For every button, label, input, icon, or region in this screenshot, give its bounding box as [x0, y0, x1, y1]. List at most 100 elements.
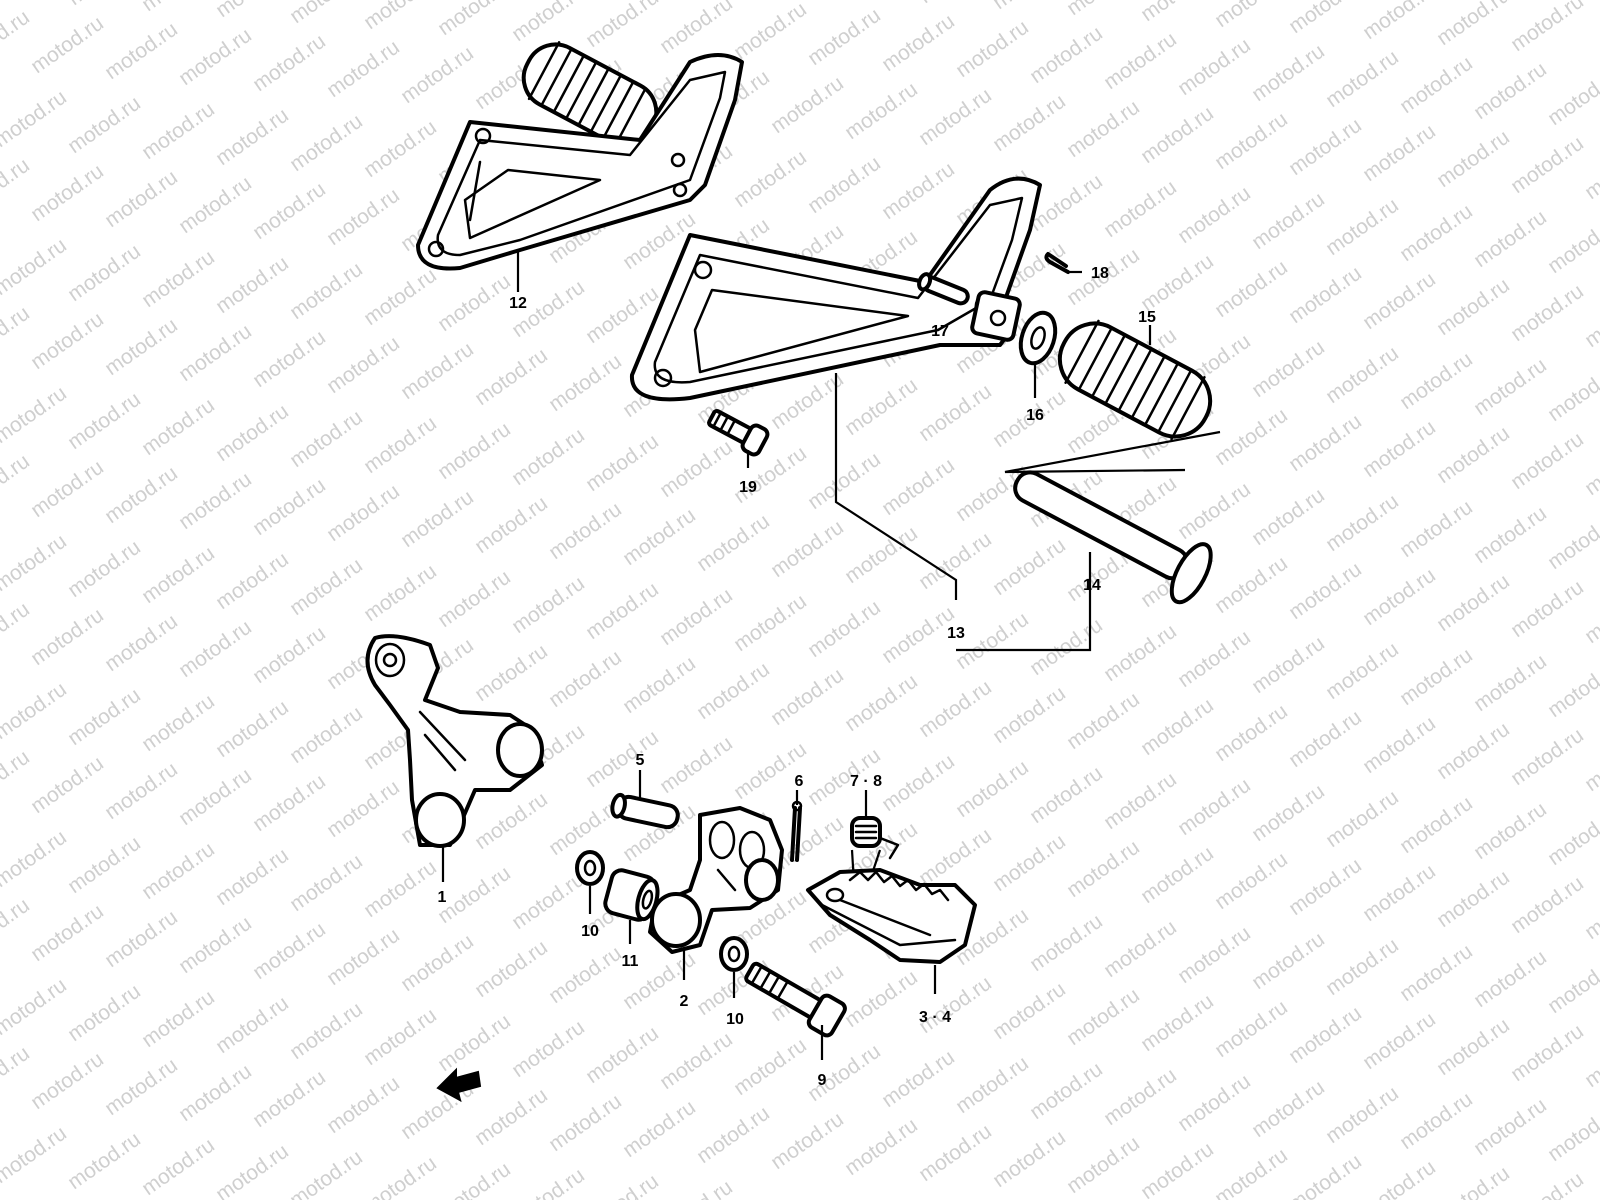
watermark-text: motod.ru [175, 468, 256, 534]
watermark-text: motod.ru [397, 930, 478, 996]
watermark-text: motod.ru [212, 400, 293, 466]
watermark-text: motod.ru [1100, 768, 1181, 834]
rubber-footpeg-15-icon [1057, 319, 1213, 441]
watermark-text: motod.ru [545, 942, 626, 1008]
watermark-text: motod.ru [915, 676, 996, 742]
watermark-text: motod.ru [804, 596, 885, 662]
watermark-text: motod.ru [1285, 706, 1366, 772]
watermark-text: motod.ru [27, 12, 108, 78]
watermark-text: motod.ru [878, 10, 959, 76]
watermark-text: motod.ru [841, 670, 922, 736]
watermark-text: motod.ru [138, 838, 219, 904]
watermark-text: motod.ru [989, 978, 1070, 1044]
watermark-text: motod.ru [138, 98, 219, 164]
watermark-text: motod.ru [878, 158, 959, 224]
watermark-text: motod.ru [619, 1096, 700, 1162]
watermark-text: motod.ru [1063, 0, 1144, 20]
watermark-text: motod.ru [249, 622, 330, 688]
watermark-text: motod.ru [1359, 268, 1440, 334]
watermark-text: motod.ru [360, 1004, 441, 1070]
washer-10a-icon [575, 850, 605, 886]
watermark-text: motod.ru [286, 1146, 367, 1200]
watermark-text: motod.ru [915, 972, 996, 1038]
watermark-text: motod.ru [0, 678, 71, 744]
watermark-text: motod.ru [212, 992, 293, 1058]
watermark-text: motod.ru [434, 0, 515, 40]
watermark-text: motod.ru [286, 110, 367, 176]
watermark-text: motod.ru [1470, 502, 1551, 568]
watermark-text: motod.ru [434, 270, 515, 336]
watermark-text: motod.ru [1359, 712, 1440, 778]
watermark-text: motod.ru [1100, 916, 1181, 982]
watermark-text: motod.ru [101, 758, 182, 824]
watermark-text: motod.ru [1544, 360, 1600, 426]
watermark-text: motod.ru [471, 788, 552, 854]
watermark-text: motod.ru [1470, 650, 1551, 716]
callout-11: 11 [622, 953, 639, 970]
watermark-text: motod.ru [1396, 200, 1477, 266]
watermark-text: motod.ru [397, 486, 478, 552]
watermark-text: motod.ru [101, 1054, 182, 1120]
watermark-text: motod.ru [619, 504, 700, 570]
watermark-text: motod.ru [1026, 910, 1107, 976]
watermark-text: motod.ru [1359, 564, 1440, 630]
watermark-text: motod.ru [1470, 946, 1551, 1012]
watermark-text: motod.ru [952, 16, 1033, 82]
watermark-text: motod.ru [101, 314, 182, 380]
callout-13: 13 [947, 625, 965, 642]
watermark-text: motod.ru [138, 0, 219, 16]
watermark-text: motod.ru [323, 184, 404, 250]
watermark-text: motod.ru [360, 1152, 441, 1200]
callout-15: 15 [1138, 309, 1156, 326]
watermark-text: motod.ru [1396, 1088, 1477, 1154]
watermark-text: motod.ru [656, 1028, 737, 1094]
watermark-text: motod.ru [1100, 1064, 1181, 1130]
watermark-text: motod.ru [1063, 836, 1144, 902]
watermark-text: motod.ru [1174, 626, 1255, 692]
watermark-text: motod.ru [286, 258, 367, 324]
watermark-text: motod.ru [1137, 1138, 1218, 1200]
front-direction-arrow-icon [436, 1067, 482, 1102]
watermark-text: motod.ru [27, 1048, 108, 1114]
watermark-text: motod.ru [1322, 786, 1403, 852]
watermark-text: motod.ru [841, 374, 922, 440]
watermark-text: motod.ru [212, 696, 293, 762]
watermark-text: motod.ru [397, 338, 478, 404]
pin-5-icon [610, 792, 680, 830]
watermark-text: motod.ru [693, 510, 774, 576]
watermark-text: motod.ru [730, 146, 811, 212]
watermark-text: motod.ru [27, 308, 108, 374]
watermark-text: motod.ru [1174, 478, 1255, 544]
watermark-text: motod.ru [64, 1128, 145, 1194]
watermark-text: motod.ru [1322, 934, 1403, 1000]
watermark-text: motod.ru [1137, 842, 1218, 908]
cotter-pin-18-icon [1044, 252, 1070, 274]
callout-16: 16 [1026, 407, 1044, 424]
watermark-text: motod.ru [1396, 496, 1477, 562]
watermark-text: motod.ru [915, 824, 996, 890]
watermark-text: motod.ru [989, 682, 1070, 748]
watermark-text: motod.ru [1100, 176, 1181, 242]
watermark-text: motod.ru [1285, 262, 1366, 328]
watermark-text: motod.ru [1359, 0, 1440, 44]
watermark-text: motod.ru [249, 30, 330, 96]
watermark-text: motod.ru [360, 560, 441, 626]
watermark-text: motod.ru [1433, 570, 1514, 636]
bushing-11-icon [603, 868, 660, 922]
watermark-text: motod.ru [1248, 928, 1329, 994]
watermark-text: motod.ru [841, 78, 922, 144]
watermark-text: motod.ru [1211, 552, 1292, 618]
watermark-text: motod.ru [767, 72, 848, 138]
watermark-text: motod.ru [1063, 96, 1144, 162]
watermark-text: motod.ru [1174, 182, 1255, 248]
watermark-text: motod.ru [730, 590, 811, 656]
watermark-text: motod.ru [1285, 114, 1366, 180]
watermark-text: motod.ru [1211, 848, 1292, 914]
passenger-footrest-bracket-icon [629, 176, 1042, 402]
watermark-text: motod.ru [1285, 1002, 1366, 1068]
callout-3-4: 3 · 4 [919, 1009, 951, 1026]
watermark-text: motod.ru [1396, 52, 1477, 118]
watermark-text: motod.ru [1211, 996, 1292, 1062]
watermark-text: motod.ru [656, 584, 737, 650]
